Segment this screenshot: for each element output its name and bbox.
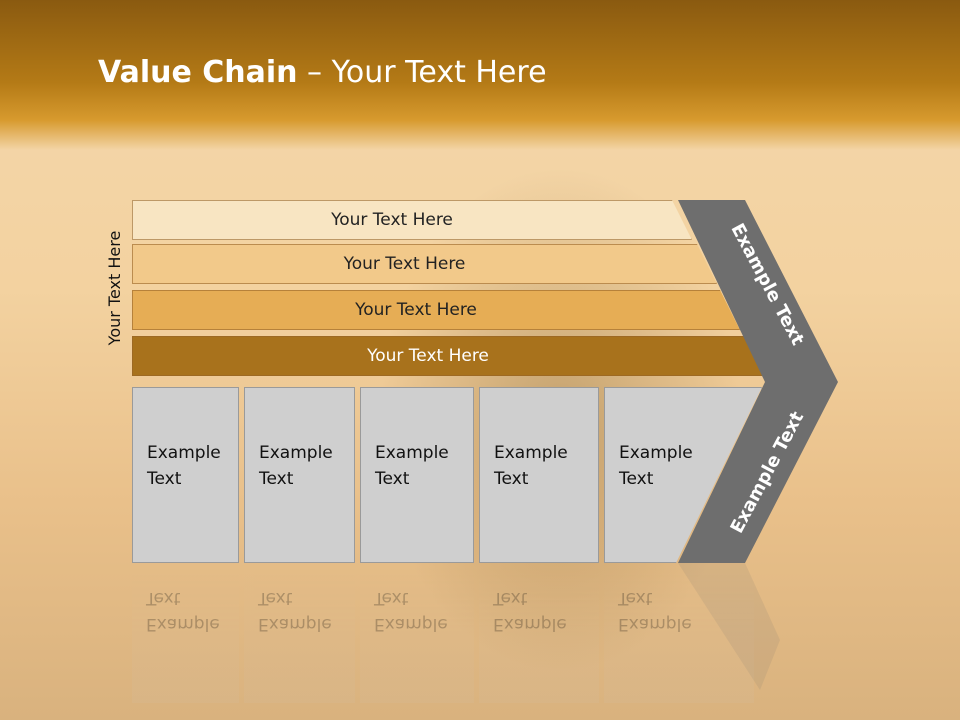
band-3-label: Your Text Here bbox=[355, 300, 477, 320]
title-bold: Value Chain bbox=[98, 55, 298, 90]
card-1-line2: Text bbox=[147, 469, 182, 489]
card-4-line1: Example bbox=[494, 443, 568, 463]
slide-header-band bbox=[0, 0, 960, 150]
card-3-line1: Example bbox=[375, 443, 449, 463]
band-2: Your Text Here bbox=[132, 244, 717, 284]
card-5-line2: Text bbox=[619, 469, 654, 489]
band-1: Your Text Here bbox=[132, 200, 692, 240]
chevron-shape bbox=[678, 200, 838, 563]
card-5-line1: Example bbox=[619, 443, 693, 463]
card-4-line2: Text bbox=[494, 469, 529, 489]
band-4-label: Your Text Here bbox=[367, 346, 489, 366]
chevron-reflection bbox=[678, 563, 780, 690]
slide-title: Value Chain – Your Text Here bbox=[98, 55, 547, 90]
band-4: Your Text Here bbox=[132, 336, 764, 376]
title-rest: – Your Text Here bbox=[297, 55, 547, 90]
band-2-label: Your Text Here bbox=[343, 254, 466, 274]
card-2-line2: Text bbox=[259, 469, 294, 489]
card-1-line1: Example bbox=[147, 443, 221, 463]
band-1-label: Your Text Here bbox=[331, 210, 453, 230]
card-3-line2: Text bbox=[375, 469, 410, 489]
band-3: Your Text Here bbox=[132, 290, 740, 330]
card-2-line1: Example bbox=[259, 443, 333, 463]
